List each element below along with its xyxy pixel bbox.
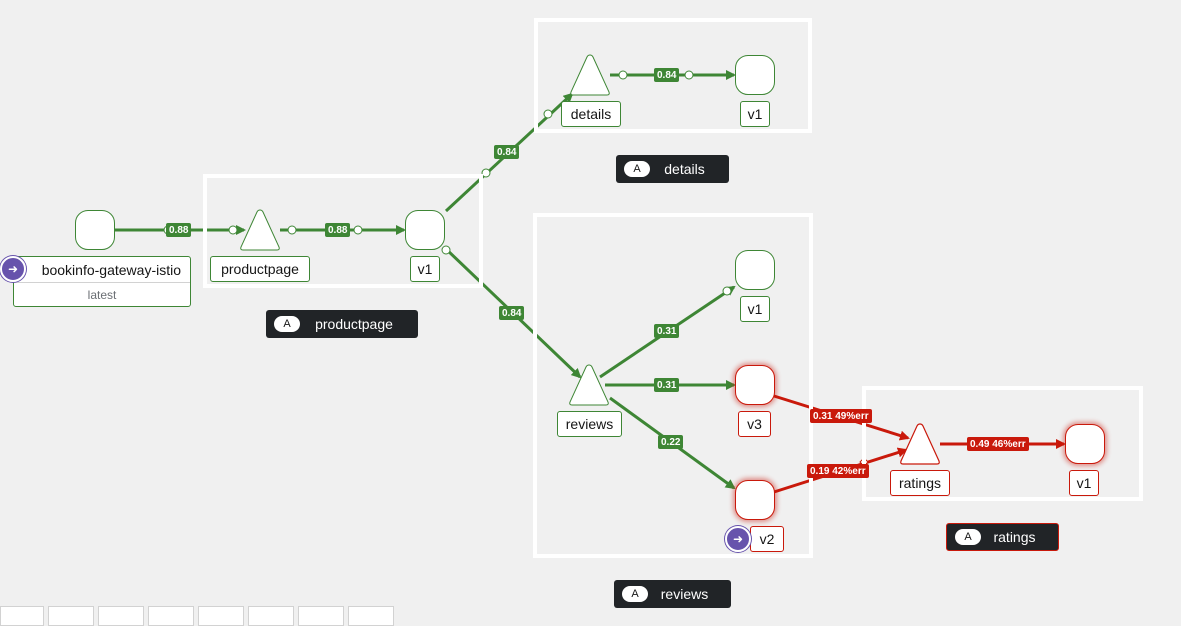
ratings-service-node[interactable] [899, 423, 941, 465]
layout-default-button[interactable] [148, 606, 194, 626]
ratings-app-tag[interactable]: A ratings [946, 523, 1059, 551]
productpage-service-node[interactable] [239, 209, 281, 251]
details-app-tag[interactable]: A details [616, 155, 729, 183]
traffic-dot [618, 70, 628, 80]
app-tag-label: ratings [993, 529, 1036, 545]
graph-toolbar [0, 606, 400, 626]
ratings-box[interactable] [862, 386, 1143, 501]
layout-1-button[interactable] [198, 606, 244, 626]
zoom-out-button[interactable] [98, 606, 144, 626]
edge-label-details-v1: 0.84 [654, 68, 680, 82]
edge-label-reviews-v2: 0.22 [658, 435, 684, 449]
reviews-app-tag[interactable]: A reviews [614, 580, 731, 608]
edge-label-gateway-productpage: 0.88 [166, 223, 192, 237]
traffic-dot [481, 168, 491, 178]
reviews-v3-node[interactable] [735, 365, 775, 405]
productpage-v1-label: v1 [410, 256, 440, 282]
gateway-label[interactable]: bookinfo-gateway-istio latest [13, 256, 191, 307]
edge-label-v2-ratings: 0.19 42%err [807, 464, 869, 478]
productpage-app-tag[interactable]: A productpage [266, 310, 418, 338]
ratings-v1-label: v1 [1069, 470, 1099, 496]
app-tag-label: details [664, 161, 705, 177]
productpage-v1-node[interactable] [405, 210, 445, 250]
traffic-dot [441, 245, 451, 255]
app-badge: A [622, 586, 648, 602]
zoom-in-button[interactable] [48, 606, 94, 626]
details-service-node[interactable] [569, 54, 611, 96]
reviews-v2-node[interactable] [735, 480, 775, 520]
layout-3-button[interactable] [298, 606, 344, 626]
layout-2-button[interactable] [248, 606, 294, 626]
gateway-node[interactable] [75, 210, 115, 250]
reviews-box[interactable] [533, 213, 813, 558]
details-v1-node[interactable] [735, 55, 775, 95]
productpage-service-label: productpage [210, 256, 310, 282]
edge-label-reviews-v3: 0.31 [654, 378, 680, 392]
app-tag-label: reviews [660, 586, 709, 602]
app-badge: A [274, 316, 300, 332]
traffic-dot [543, 109, 553, 119]
details-v1-label: v1 [740, 101, 770, 127]
app-badge: A [624, 161, 650, 177]
ratings-service-label: ratings [890, 470, 950, 496]
traffic-dot [287, 225, 297, 235]
reviews-service-label: reviews [557, 411, 622, 437]
arrow-right-icon: ➜ [0, 256, 26, 282]
app-tag-label: productpage [315, 316, 393, 332]
reviews-v3-label: v3 [738, 411, 771, 437]
traffic-dot [722, 286, 732, 296]
ratings-v1-node[interactable] [1065, 424, 1105, 464]
reviews-v1-node[interactable] [735, 250, 775, 290]
edge-label-v3-ratings: 0.31 49%err [810, 409, 872, 423]
namespace-layout-button[interactable] [348, 606, 394, 626]
app-badge: A [955, 529, 981, 545]
arrow-right-icon: ➜ [725, 526, 751, 552]
gateway-name: bookinfo-gateway-istio [14, 257, 190, 283]
edge-label-productpage-reviews: 0.84 [499, 306, 525, 320]
zoom-fit-button[interactable] [0, 606, 44, 626]
gateway-version: latest [87, 288, 117, 302]
traffic-dot [684, 70, 694, 80]
traffic-dot [353, 225, 363, 235]
productpage-box[interactable] [203, 174, 483, 288]
traffic-dot [228, 225, 238, 235]
edge-label-productpage-v1: 0.88 [325, 223, 351, 237]
reviews-v1-label: v1 [740, 296, 770, 322]
details-box[interactable] [534, 18, 812, 133]
edge-label-productpage-details: 0.84 [494, 145, 520, 159]
reviews-v2-label: v2 [750, 526, 784, 552]
reviews-service-node[interactable] [568, 364, 610, 406]
edge-label-reviews-v1: 0.31 [654, 324, 680, 338]
details-service-label: details [561, 101, 621, 127]
edge-label-ratings-v1: 0.49 46%err [967, 437, 1029, 451]
